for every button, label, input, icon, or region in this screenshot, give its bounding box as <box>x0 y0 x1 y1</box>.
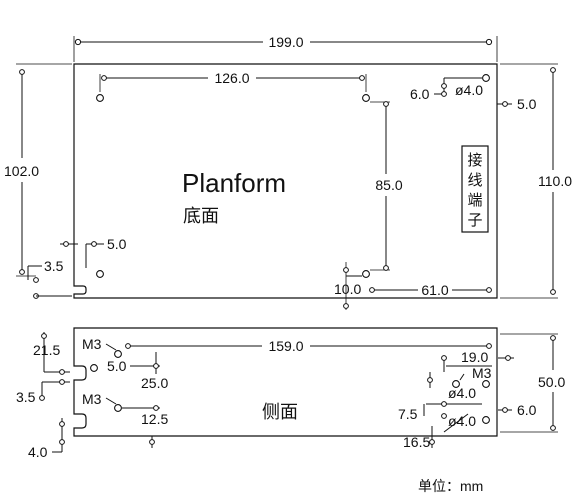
terminal-label-char: 端 <box>467 192 482 209</box>
dim-overall-height-label: 102.0 <box>4 163 39 179</box>
dim-hole-spacing-y-label: 85.0 <box>375 177 402 193</box>
dim-overall-height: 102.0 <box>4 63 72 277</box>
dim-6-label: 6.0 <box>517 402 537 418</box>
dim-5-label: 5.0 <box>107 358 127 374</box>
dim-main-length: 159.0 <box>125 338 492 354</box>
side-hole <box>114 404 122 412</box>
dim-25-label: 25.0 <box>141 375 168 391</box>
dim-16-5-label: 16.5 <box>403 434 430 450</box>
terminal-label-char: 线 <box>467 172 482 189</box>
dim-edge-offset-right: 5.0 <box>497 96 537 112</box>
side-hole <box>482 416 490 424</box>
side-view: 159.0 21.5 3.5 4.0 M3 5 <box>16 327 565 460</box>
dim-bottom-right-distance-label: 61.0 <box>421 282 448 298</box>
mounting-hole <box>482 74 490 82</box>
dim-7-5-label: 7.5 <box>398 406 418 422</box>
mounting-hole <box>362 270 370 278</box>
dim-19-label: 19.0 <box>461 349 488 365</box>
planform-body-outline <box>73 63 498 299</box>
side-body-outline <box>73 327 498 437</box>
planform-title: Planform <box>182 168 286 198</box>
screw-label-a: M3 <box>82 336 102 352</box>
hole-diameter-label: ø4.0 <box>455 82 483 98</box>
hole-diameter-label-b: ø4.0 <box>448 413 476 429</box>
side-hole <box>452 380 460 388</box>
dim-hole-spacing-x-label: 126.0 <box>214 70 249 86</box>
dim-hole-offset-label: 6.0 <box>410 86 430 102</box>
terminal-label-char: 子 <box>467 212 482 229</box>
dim-main-length-label: 159.0 <box>268 338 303 354</box>
dim-overall-width-label: 199.0 <box>268 34 303 50</box>
screw-label-c: M3 <box>472 365 492 381</box>
dim-left-bottom-label: 4.0 <box>28 444 48 460</box>
side-view-subtitle: 侧面 <box>262 402 298 422</box>
dim-hole-spacing-y: 85.0 <box>370 101 403 271</box>
mounting-hole <box>362 94 370 102</box>
dim-left-top-offset: 21.5 <box>33 332 70 375</box>
dim-left-slot-label: 3.5 <box>16 389 36 405</box>
dim-slot-width: 3.5 <box>27 258 72 299</box>
dim-slot-width-label: 3.5 <box>44 258 64 274</box>
terminal-block: 接 线 端 子 <box>461 145 489 233</box>
dim-overall-height-flange-label: 110.0 <box>538 173 572 189</box>
dim-edge-offset-left-label: 5.0 <box>107 236 127 252</box>
dim-left-slot: 3.5 <box>16 379 70 405</box>
mounting-hole <box>96 270 104 278</box>
side-hole <box>482 380 490 388</box>
dim-bottom-hole-offset: 10.0 <box>334 262 362 310</box>
dim-hole-spacing-x: 126.0 <box>99 70 367 92</box>
dim-bottom-hole-offset-label: 10.0 <box>334 281 361 297</box>
dim-edge-offset-right-label: 5.0 <box>517 96 537 112</box>
dim-overall-height-flange: 110.0 <box>500 63 572 299</box>
dim-bottom-right-distance: 61.0 <box>369 282 492 298</box>
callout-hole-diameter: 6.0 ø4.0 <box>410 77 483 102</box>
screw-label-b: M3 <box>82 391 102 407</box>
dim-side-height: 50.0 <box>500 333 565 433</box>
dim-12-5-label: 12.5 <box>141 411 168 427</box>
dim-edge-offset-left: 5.0 <box>60 236 127 268</box>
side-hole <box>114 350 122 358</box>
planform-subtitle: 底面 <box>183 206 219 226</box>
side-hole <box>90 364 98 372</box>
terminal-label-char: 接 <box>467 152 482 169</box>
hole-diameter-label-a: ø4.0 <box>448 385 476 401</box>
dim-overall-width: 199.0 <box>73 34 498 62</box>
dim-left-bottom: 4.0 <box>28 418 65 460</box>
mounting-hole <box>96 94 104 102</box>
unit-label: 单位：mm <box>418 478 483 494</box>
planform-view: 199.0 126.0 85.0 <box>4 34 572 310</box>
dim-left-top-offset-label: 21.5 <box>33 342 60 358</box>
dim-side-height-label: 50.0 <box>538 374 565 390</box>
